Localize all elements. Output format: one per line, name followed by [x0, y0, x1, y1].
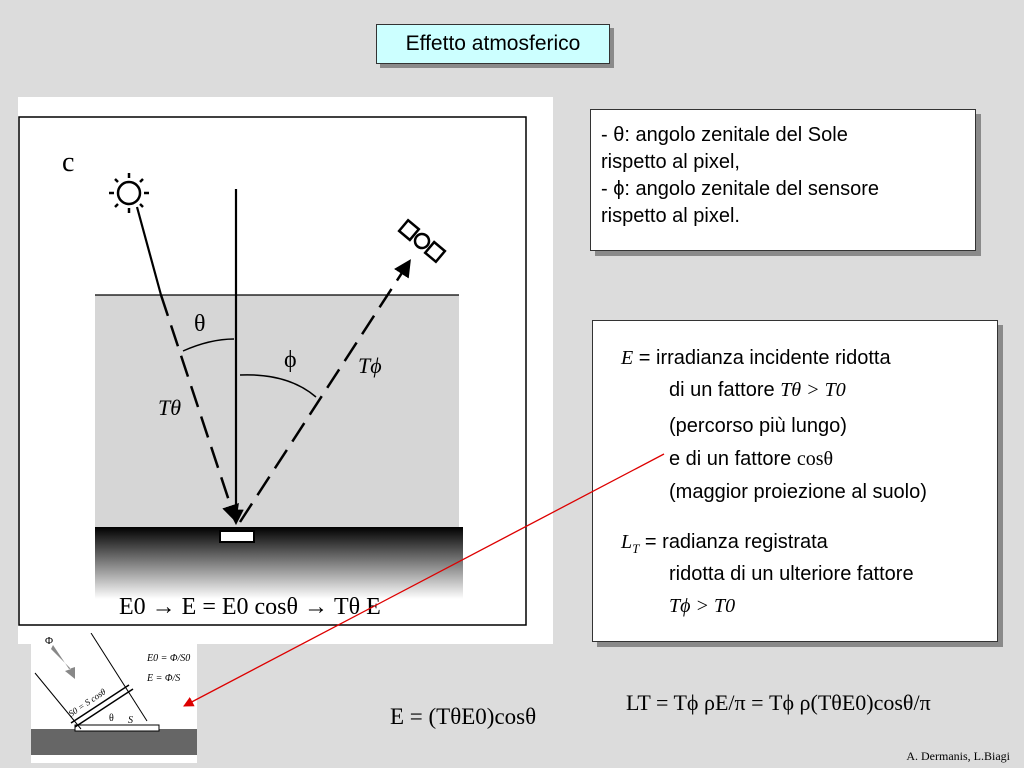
sensor-ray-dashed: [238, 259, 411, 523]
projection-diagram-panel: Φ E0 = Φ/S0 E = Φ/S S0 = S cosθ θ S: [31, 632, 197, 763]
slide-title: Effetto atmosferico: [376, 24, 610, 64]
e-line-2: di un fattore Tθ > T0: [669, 379, 846, 401]
definition-line-3: - ϕ: angolo zenitale del sensore: [601, 178, 880, 200]
atmosphere-diagram-panel: c θ ϕ Tθ Tϕ E0 → E = E0 cosθ → Tθ E: [18, 97, 553, 644]
small-s-label: S: [128, 715, 133, 726]
small-eq1: E0 = Φ/S0: [146, 653, 190, 664]
definitions-box: - θ: angolo zenitale del Sole rispetto a…: [590, 109, 976, 251]
bottom-equation: E0 → E = E0 cosθ → Tθ E: [119, 594, 381, 620]
small-surface: [74, 724, 160, 732]
small-eq2: E = Φ/S: [146, 673, 180, 684]
theta-arc: [182, 338, 235, 352]
t-theta-label: Tθ: [158, 395, 181, 420]
atmosphere-diagram: c θ ϕ Tθ Tϕ E0 → E = E0 cosθ → Tθ E: [18, 116, 527, 626]
sun-ray-dashed: [159, 294, 239, 523]
flux-label: Φ: [45, 635, 53, 647]
phi-arc: [239, 374, 317, 398]
e-line-5: (maggior proiezione al suolo): [669, 481, 927, 503]
atmosphere-layer: [95, 295, 459, 527]
e-formula: E = (TθE0)cosθ: [390, 704, 537, 729]
phi-label: ϕ: [284, 347, 297, 373]
small-ray-left: [34, 672, 82, 730]
small-ray-right: [90, 632, 148, 722]
ground: [95, 527, 463, 599]
pixel-rect: [219, 530, 255, 543]
satellite-icon: [397, 218, 447, 264]
definition-line-2: rispetto al pixel,: [601, 151, 740, 173]
t-phi-label: Tϕ: [358, 353, 382, 378]
lt-line-3: Tϕ > T0: [669, 595, 736, 617]
e-definition: E = irradianza incidente ridotta: [621, 347, 891, 369]
credit-text: A. Dermanis, L.Biagi: [906, 749, 1010, 763]
small-ground: [31, 729, 197, 755]
flux-arrow-icon: [51, 645, 75, 679]
theta-label: θ: [194, 311, 206, 337]
small-s0-line-2: [74, 688, 134, 728]
pointer-arrow: [183, 453, 665, 707]
projection-diagram: Φ E0 = Φ/S0 E = Φ/S S0 = S cosθ θ S: [31, 632, 197, 755]
sun-icon: [109, 173, 149, 213]
lt-formula: LT = Tϕ ρE/π = Tϕ ρ(TθE0)cosθ/π: [626, 690, 931, 715]
definition-line-4: rispetto al pixel.: [601, 205, 740, 227]
panel-letter: c: [62, 147, 74, 178]
small-theta-label: θ: [109, 713, 114, 724]
e-line-4: e di un fattore cosθ: [669, 448, 834, 470]
small-s0-line: [70, 684, 130, 724]
lt-line-2: ridotta di un ulteriore fattore: [669, 563, 914, 585]
sun-ray-solid: [135, 206, 163, 296]
explanation-box: E = irradianza incidente ridotta di un f…: [592, 320, 998, 642]
definition-line-1: - θ: angolo zenitale del Sole: [601, 124, 848, 146]
lt-definition: LT = radianza registrata: [621, 531, 828, 556]
e-line-3: (percorso più lungo): [669, 415, 847, 437]
